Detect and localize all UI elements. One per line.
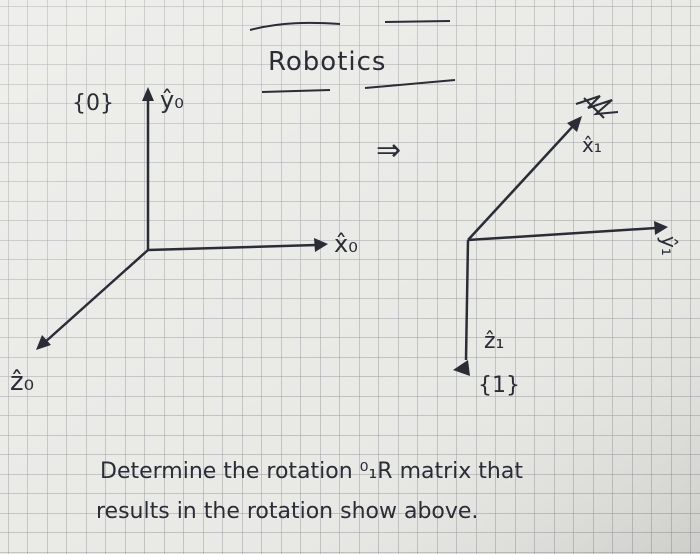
z1-axis-label: ẑ₁ [484, 329, 504, 354]
question-line-2: results in the rotation show above. [96, 499, 478, 524]
title-overline-left [249, 21, 341, 31]
y1-axis-line [467, 226, 657, 242]
x1-arrow-head [567, 116, 582, 132]
page-title: Robotics [268, 47, 386, 77]
y0-arrow-head [142, 87, 154, 101]
frame-1: x̂₁ ŷ₁ ẑ₁ {1} [453, 95, 681, 398]
y1-arrow-head [654, 221, 668, 235]
title-underline [261, 79, 456, 93]
title-group: Robotics [249, 20, 456, 93]
frame-0: {0} ŷ₀ x̂₀ ẑ₀ [10, 86, 358, 397]
z0-axis-label: ẑ₀ [10, 367, 34, 397]
x1-axis-label: x̂₁ [582, 133, 602, 157]
frame-0-label: {0} [72, 91, 114, 116]
question: Determine the rotation ⁰₁R matrix that r… [96, 459, 523, 524]
x1-axis-line [467, 124, 575, 241]
title-overline-right [384, 20, 451, 23]
y0-axis-label: ŷ₀ [160, 86, 184, 114]
x0-axis-line [147, 243, 317, 252]
x1-scribble [575, 95, 619, 119]
transform-arrow: ⇒ [376, 133, 401, 168]
z1-arrow-head [453, 360, 470, 376]
z1-axis-line [464, 239, 470, 361]
y1-axis-label: ŷ₁ [657, 236, 681, 256]
x0-axis-label: x̂₀ [334, 230, 358, 258]
question-line-1: Determine the rotation ⁰₁R matrix that [100, 459, 523, 484]
frame-1-label: {1} [478, 373, 520, 398]
z0-axis-line [43, 249, 149, 344]
z0-arrow-head [36, 335, 51, 350]
x0-arrow-head [314, 238, 328, 252]
